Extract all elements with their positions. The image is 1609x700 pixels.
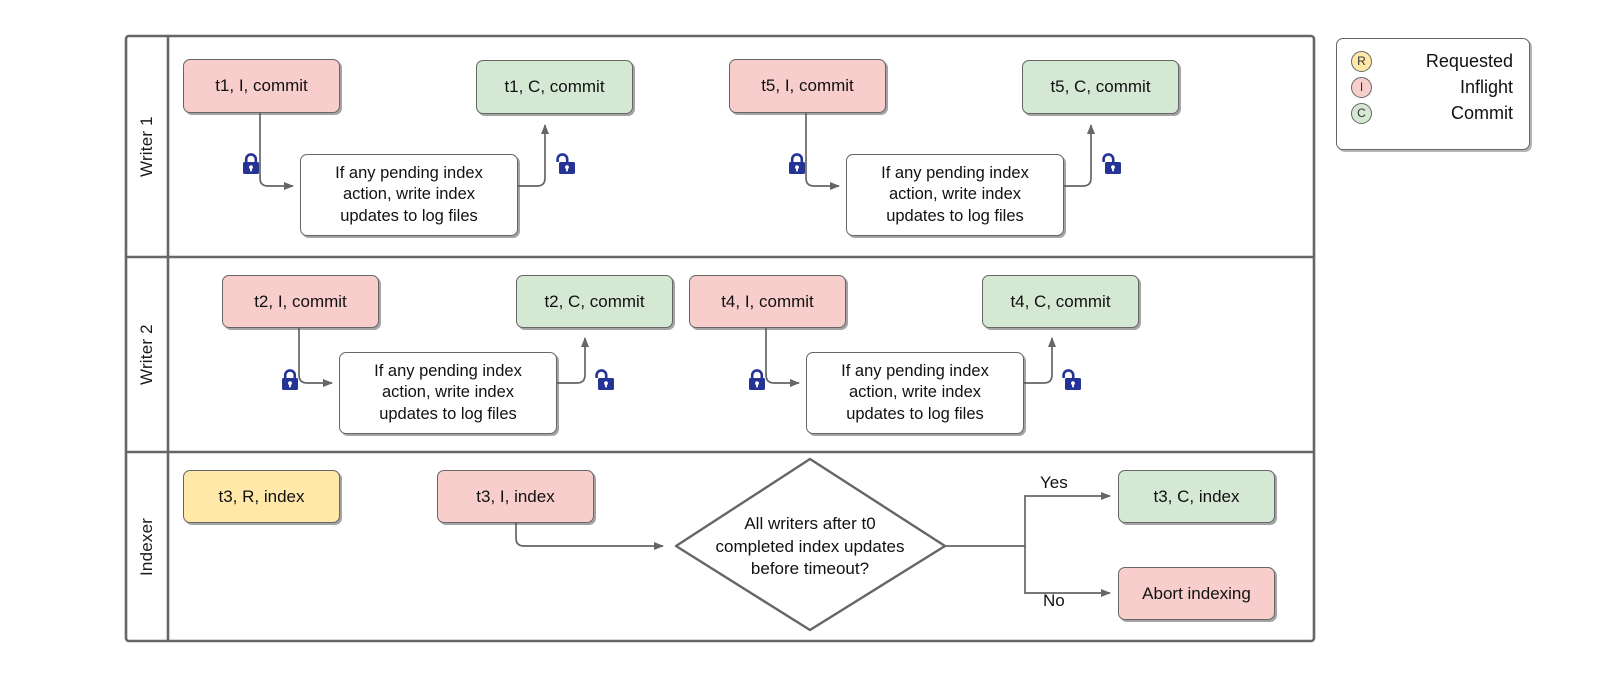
decision-line-2: completed index updates bbox=[715, 536, 905, 556]
lock-closed-icon bbox=[789, 153, 805, 174]
process-line-1: If any pending index bbox=[841, 362, 989, 381]
process-line-2: action, write index bbox=[848, 383, 982, 402]
lane-label-writer-2: Writer 2 bbox=[137, 324, 156, 385]
lane-label-writer-1: Writer 1 bbox=[137, 116, 156, 177]
w1-edge-process-to-t5c bbox=[1064, 124, 1095, 187]
node-w2-process-1[interactable]: If any pending index action, write index… bbox=[339, 352, 557, 434]
legend-label-inflight: Inflight bbox=[1459, 76, 1513, 97]
node-w2-t4-inflight[interactable]: t4, I, commit bbox=[689, 275, 846, 328]
node-ix-abort-indexing[interactable]: Abort indexing bbox=[1118, 567, 1275, 620]
ix-decision-shape bbox=[674, 457, 947, 632]
lock-open-icon bbox=[1102, 153, 1121, 174]
w2-edge-process-to-t4c bbox=[1024, 337, 1056, 384]
process-line-2: action, write index bbox=[381, 383, 515, 402]
w2-edge-process-to-t2c bbox=[557, 337, 589, 384]
legend-label-commit: Commit bbox=[1451, 102, 1513, 123]
pool-frame bbox=[124, 34, 1316, 643]
requested-badge-icon: R bbox=[1351, 50, 1372, 72]
process-line-3: updates to log files bbox=[886, 206, 1024, 225]
node-w1-process-1-text: If any pending index action, write index… bbox=[335, 163, 483, 226]
node-w2-t2-commit[interactable]: t2, C, commit bbox=[516, 275, 673, 328]
node-w2-t4-commit[interactable]: t4, C, commit bbox=[982, 275, 1139, 328]
lock-closed-icon bbox=[243, 153, 259, 174]
lock-open-icon bbox=[595, 369, 614, 390]
node-w1-t1-commit[interactable]: t1, C, commit bbox=[476, 60, 633, 114]
w1-edge-t5i-to-process bbox=[805, 113, 840, 190]
node-w2-process-2-text: If any pending index action, write index… bbox=[841, 361, 989, 424]
w1-edge-process-to-t1c bbox=[518, 124, 549, 187]
ix-edge-decision-no bbox=[1024, 546, 1111, 597]
process-line-3: updates to log files bbox=[379, 404, 517, 423]
legend-panel: R Requested I Inflight C Commit bbox=[1336, 38, 1530, 150]
w2-edge-t4i-to-process bbox=[765, 328, 800, 387]
process-line-1: If any pending index bbox=[881, 164, 1029, 183]
process-line-1: If any pending index bbox=[374, 362, 522, 381]
process-line-3: updates to log files bbox=[846, 404, 984, 423]
decision-text: All writers after t0 completed index upd… bbox=[715, 513, 904, 580]
decision-line-3: before timeout? bbox=[750, 559, 870, 579]
decision-line-1: All writers after t0 bbox=[744, 514, 876, 534]
node-w1-process-1[interactable]: If any pending index action, write index… bbox=[300, 154, 518, 236]
process-line-2: action, write index bbox=[342, 185, 476, 204]
legend-item-requested: R Requested bbox=[1351, 48, 1513, 74]
node-w2-process-2[interactable]: If any pending index action, write index… bbox=[806, 352, 1024, 434]
node-ix-t3-requested[interactable]: t3, R, index bbox=[183, 470, 340, 523]
inflight-badge-icon: I bbox=[1351, 76, 1372, 98]
node-w1-t1-inflight[interactable]: t1, I, commit bbox=[183, 59, 340, 113]
legend-label-requested: Requested bbox=[1425, 50, 1513, 71]
w2-edge-t2i-to-process bbox=[298, 328, 333, 387]
node-w1-t5-inflight[interactable]: t5, I, commit bbox=[729, 59, 886, 113]
node-ix-t3-inflight[interactable]: t3, I, index bbox=[437, 470, 594, 523]
lock-open-icon bbox=[556, 153, 575, 174]
lock-closed-icon bbox=[282, 369, 298, 390]
node-w1-process-2[interactable]: If any pending index action, write index… bbox=[846, 154, 1064, 236]
process-line-1: If any pending index bbox=[335, 164, 483, 183]
node-ix-decision-text[interactable]: All writers after t0 completed index upd… bbox=[683, 502, 937, 592]
ix-edge-t3i-to-decision bbox=[515, 523, 664, 550]
legend-item-commit: C Commit bbox=[1351, 100, 1513, 126]
process-line-3: updates to log files bbox=[340, 206, 478, 225]
lane-label-indexer: Indexer bbox=[137, 517, 156, 576]
lock-closed-icon bbox=[749, 369, 765, 390]
node-w2-process-1-text: If any pending index action, write index… bbox=[374, 361, 522, 424]
w1-edge-t1i-to-process bbox=[259, 113, 294, 190]
node-ix-t3-commit[interactable]: t3, C, index bbox=[1118, 470, 1275, 523]
legend-item-inflight: I Inflight bbox=[1351, 74, 1513, 100]
node-w1-process-2-text: If any pending index action, write index… bbox=[881, 163, 1029, 226]
commit-badge-icon: C bbox=[1351, 102, 1372, 124]
node-w1-t5-commit[interactable]: t5, C, commit bbox=[1022, 60, 1179, 114]
node-w2-t2-inflight[interactable]: t2, I, commit bbox=[222, 275, 379, 328]
process-line-2: action, write index bbox=[888, 185, 1022, 204]
edge-label-yes: Yes bbox=[1040, 473, 1068, 492]
lock-open-icon bbox=[1062, 369, 1081, 390]
ix-edge-decision-yes bbox=[945, 492, 1111, 547]
edge-label-no: No bbox=[1043, 591, 1065, 610]
